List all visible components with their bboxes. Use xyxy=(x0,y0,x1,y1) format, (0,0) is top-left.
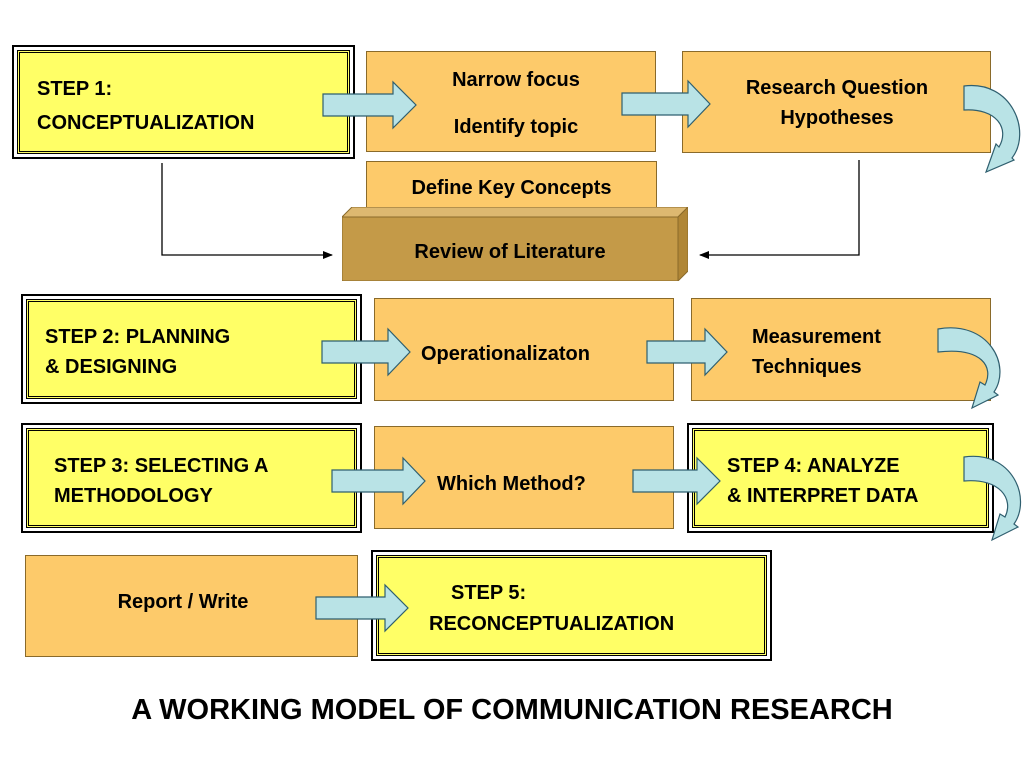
define-key-concepts-box xyxy=(366,161,657,213)
step-1-label-2: CONCEPTUALIZATION xyxy=(37,112,255,134)
step-3-label-2: METHODOLOGY xyxy=(54,485,213,507)
arrow-step3-to-which-method xyxy=(331,456,426,506)
report-write-label: Report / Write xyxy=(117,591,249,613)
arrow-step1-to-narrow-focus xyxy=(322,80,417,130)
step-4-label: STEP 4: ANALYZE xyxy=(727,455,900,477)
measurement-label: Measurement xyxy=(752,326,881,348)
step-5-label: STEP 5: xyxy=(451,582,527,604)
operationalization-label: Operationalizaton xyxy=(421,343,590,365)
arrow-operationalization-to-measurement xyxy=(646,327,728,377)
arrow-focus-to-research-question xyxy=(621,79,711,129)
step-2-box xyxy=(21,294,362,404)
research-question-label: Research Question xyxy=(745,77,929,99)
curved-arrow-row3 xyxy=(963,455,1022,542)
step-5-label-2: RECONCEPTUALIZATION xyxy=(429,613,675,635)
arrow-which-method-to-step4 xyxy=(632,456,721,506)
curved-arrow-row2 xyxy=(937,327,1001,410)
step-1-box xyxy=(12,45,355,159)
identify-topic-label: Identify topic xyxy=(453,116,579,138)
research-question-box xyxy=(682,51,991,153)
review-of-literature-label: Review of Literature xyxy=(414,241,606,263)
curved-arrow-row1 xyxy=(963,85,1021,174)
connector-step1-to-literature xyxy=(161,163,333,259)
step-2-label: STEP 2: PLANNING xyxy=(45,326,231,348)
step-3-label: STEP 3: SELECTING A xyxy=(54,455,269,477)
connector-hypotheses-to-literature xyxy=(699,160,860,259)
step-1-label: STEP 1: xyxy=(37,78,113,100)
define-key-concepts-label: Define Key Concepts xyxy=(411,177,612,199)
techniques-label: Techniques xyxy=(752,356,862,378)
report-write-box xyxy=(25,555,358,657)
step-3-box xyxy=(21,423,362,533)
operationalization-box xyxy=(374,298,674,401)
arrow-report-to-step5 xyxy=(315,583,409,633)
review-of-literature-box xyxy=(342,207,688,281)
step-4-box xyxy=(687,423,994,533)
narrow-focus-label: Narrow focus xyxy=(452,69,580,91)
which-method-box xyxy=(374,426,674,529)
arrow-step2-to-operationalization xyxy=(321,327,411,377)
step-2-label-2: & DESIGNING xyxy=(45,356,178,378)
diagram-title: A WORKING MODEL OF COMMUNICATION RESEARC… xyxy=(131,694,893,726)
which-method-label: Which Method? xyxy=(437,473,586,495)
step-4-label-2: & INTERPRET DATA xyxy=(727,485,919,507)
hypotheses-label: Hypotheses xyxy=(780,107,894,129)
